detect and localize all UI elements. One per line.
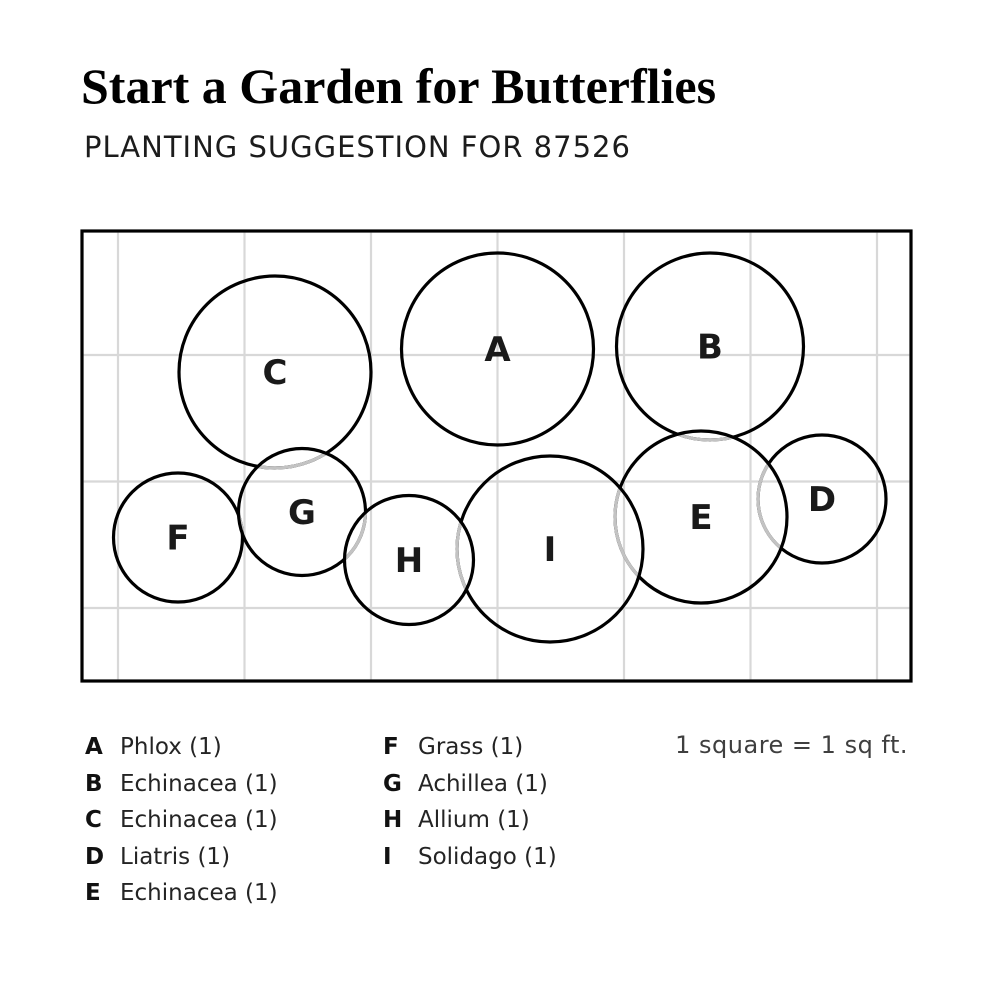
legend-item-letter: B [85,770,103,797]
legend-item-name: Grass (1) [418,734,524,760]
plot-border [80,229,913,683]
plant-circle-label-a: A [484,330,511,370]
covered-arc-i-under-h [455,495,474,625]
legend-item-letter: C [85,807,102,833]
scale-note: 1 square = 1 sq ft. [675,731,908,759]
page-title: Start a Garden for Butterflies [81,58,717,114]
legend-item-letter: E [85,880,101,906]
legend-item-letter: G [383,770,402,797]
legend-item: E Echinacea (1) [85,875,278,912]
legend-item-name: Liatris (1) [120,843,231,870]
legend-item: D Liatris (1) [85,839,278,876]
covered-arc-c-under-g [238,448,366,470]
plant-circle-label-e: E [689,498,712,538]
legend-item: F Grass (1) [383,729,557,766]
plant-circle-label-d: D [808,480,836,520]
legend-item: H Allium (1) [383,802,557,839]
legend-item-name: Achillea (1) [418,770,548,797]
plant-circle-label-g: G [288,493,316,533]
plant-circle-label-f: F [166,519,189,559]
legend-item: A Phlox (1) [85,729,278,766]
legend-item: I Solidago (1) [383,839,557,876]
legend-item-name: Echinacea (1) [120,807,278,833]
legend-item-letter: H [383,807,403,833]
covered-arc-b-under-e [615,431,787,442]
page-subtitle: PLANTING SUGGESTION FOR 87526 [84,130,631,164]
legend-column-2: F Grass (1) G Achillea (1) H Allium (1) I Solid… [383,729,557,875]
covered-arc-d-under-e [756,433,787,565]
legend-item-letter: F [383,734,399,760]
plant-circle-label-h: H [395,541,423,581]
legend-item: G Achillea (1) [383,766,557,803]
plant-circle-label-i: I [544,530,557,570]
legend-item-name: Solidago (1) [418,843,557,870]
covered-arc-e-under-i [613,456,643,605]
legend-item-name: Phlox (1) [120,734,222,760]
legend-item-letter: I [383,843,392,870]
legend-item-name: Echinacea (1) [120,770,278,797]
plant-circle-label-b: B [697,328,723,368]
plant-circle-h [342,493,476,627]
legend-item: B Echinacea (1) [85,766,278,803]
plant-circle-a [399,251,596,447]
legend-item-name: Allium (1) [418,807,530,833]
legend-item-letter: A [85,734,103,760]
plant-circle-label-c: C [263,353,288,393]
legend-item-letter: D [85,843,105,870]
legend-item: C Echinacea (1) [85,802,278,839]
legend-item-name: Echinacea (1) [120,880,278,906]
